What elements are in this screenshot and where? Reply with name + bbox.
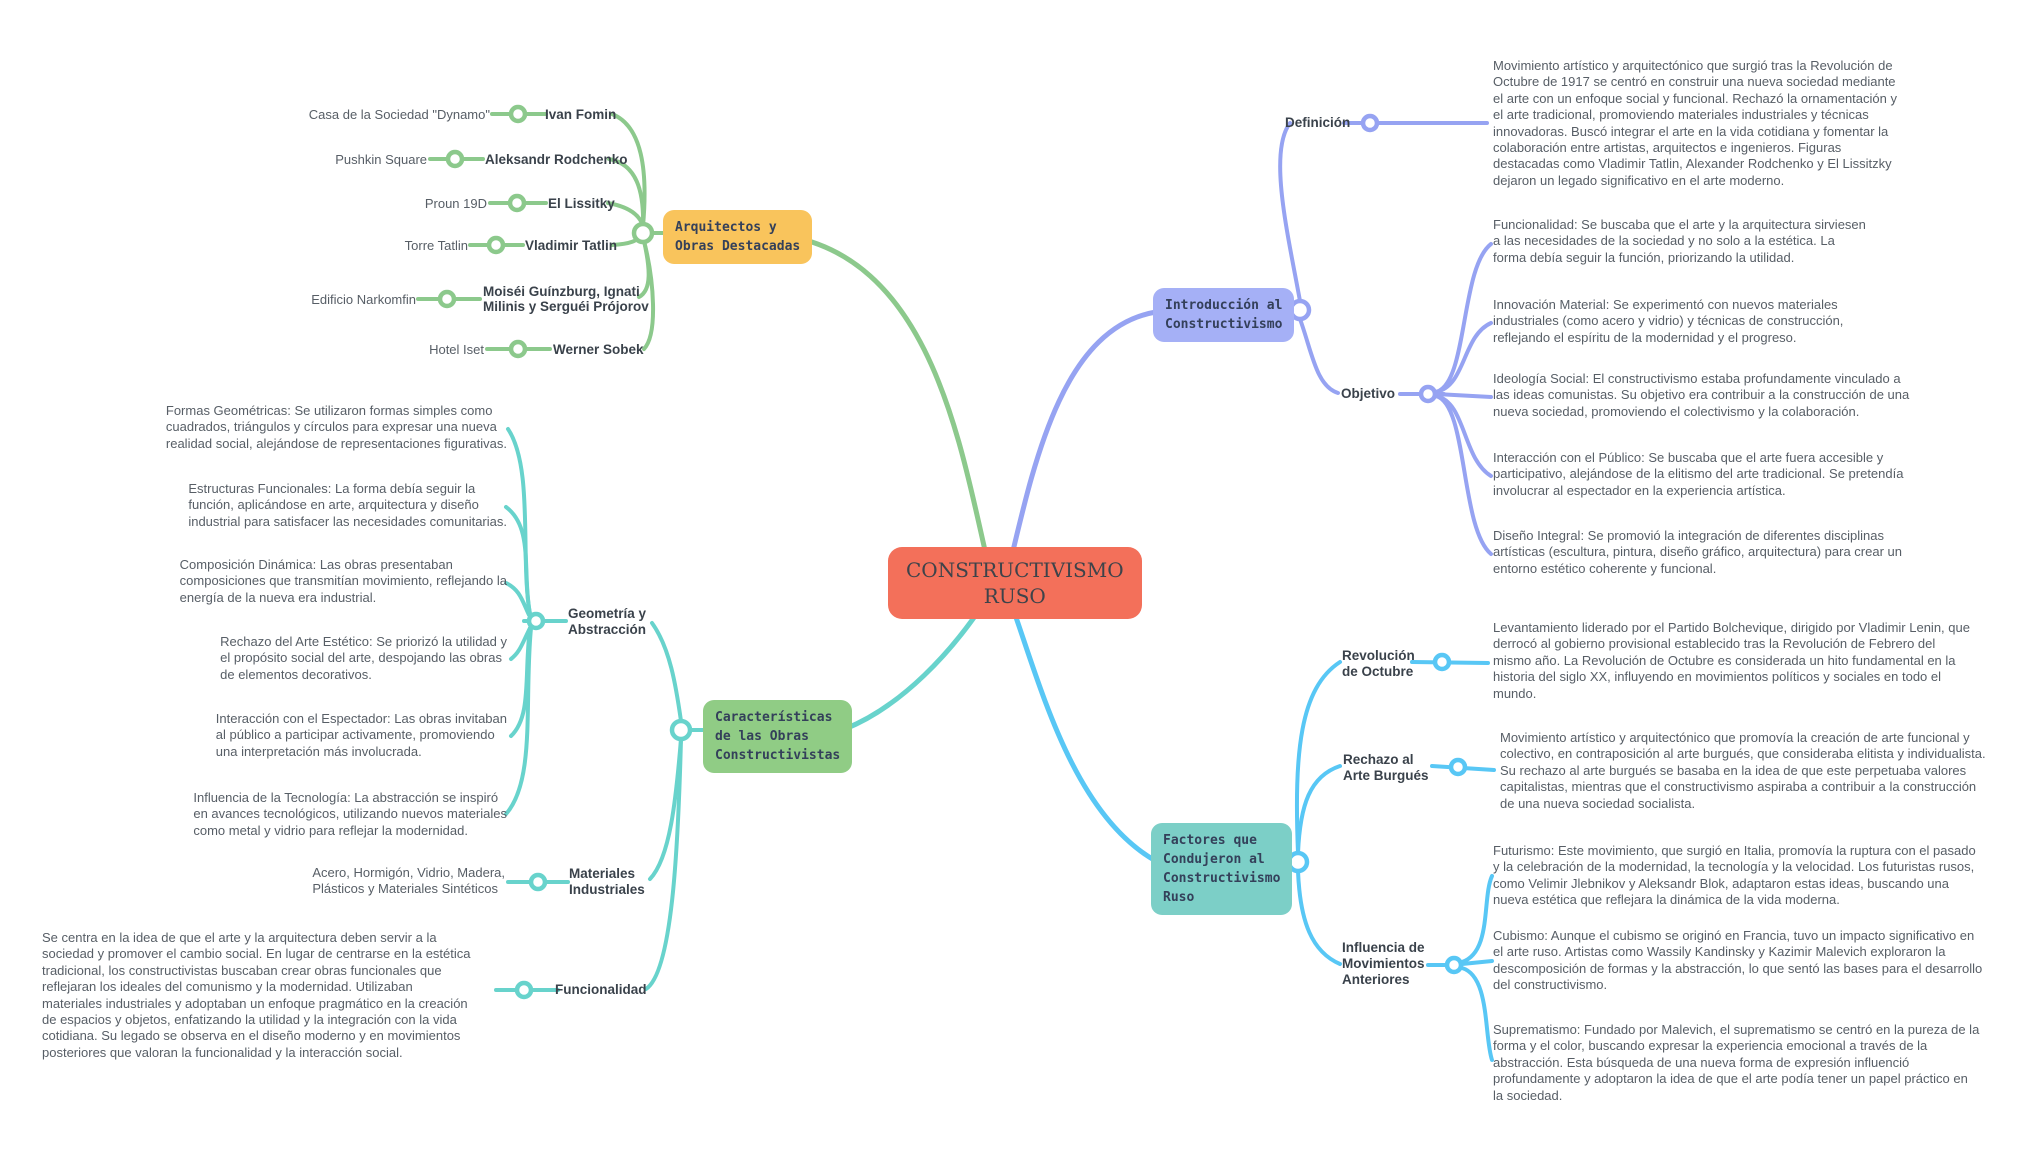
objetivo-item-funcionalidad[interactable]: Funcionalidad: Se buscaba que el arte y … xyxy=(1493,217,1866,265)
influencia-item-futurismo[interactable]: Futurismo: Este movimiento, que surgió e… xyxy=(1493,843,1976,908)
ring-funcionalidad[interactable] xyxy=(514,980,534,1000)
topic-revolucion-text[interactable]: Levantamiento liderado por el Partido Bo… xyxy=(1493,620,1970,701)
topic-objetivo-label[interactable]: Objetivo xyxy=(1341,386,1396,401)
obra-pushkin-square[interactable]: Pushkin Square xyxy=(335,152,427,167)
edge-autor-sobek xyxy=(642,239,656,351)
edge-factores-influencia xyxy=(1296,869,1342,966)
edge-objetivo-item3 xyxy=(1434,392,1493,399)
topic-definicion-text[interactable]: Movimiento artístico y arquitectónico qu… xyxy=(1493,58,1897,188)
edge-influencia-item1 xyxy=(1460,874,1494,964)
edge-center-factores xyxy=(1007,597,1157,863)
geometria-item-tecnologia[interactable]: Influencia de la Tecnología: La abstracc… xyxy=(193,790,507,838)
autor-lissitky[interactable]: El Lissitky xyxy=(548,196,615,211)
ring-materiales[interactable] xyxy=(528,872,548,892)
geometria-item-estructuras[interactable]: Estructuras Funcionales: La forma debía … xyxy=(188,481,507,529)
edge-autor-rodchenko xyxy=(607,157,646,228)
geometria-item-composicion[interactable]: Composición Dinámica: Las obras presenta… xyxy=(179,557,507,605)
ring-rodchenko[interactable] xyxy=(445,149,465,169)
objetivo-item-interaccion[interactable]: Interacción con el Público: Se buscaba q… xyxy=(1493,450,1904,498)
edge-geometria-item6 xyxy=(504,626,533,816)
obra-narkomfin[interactable]: Edificio Narkomfin xyxy=(311,292,416,307)
edge-objetivo-item1 xyxy=(1434,242,1493,394)
edge-factores-revolucion xyxy=(1294,660,1342,855)
edge-center-caracteristicas xyxy=(842,597,989,732)
geometria-item-rechazo-estetico[interactable]: Rechazo del Arte Estético: Se priorizó l… xyxy=(220,634,507,682)
objetivo-item-diseno[interactable]: Diseño Integral: Se promovió la integrac… xyxy=(1493,528,1902,576)
edge-factores-rechazo xyxy=(1296,764,1342,855)
ring-influencia[interactable] xyxy=(1444,955,1464,975)
objetivo-item-innovacion[interactable]: Innovación Material: Se experimentó con … xyxy=(1493,297,1844,345)
ring-lissitky[interactable] xyxy=(507,193,527,213)
ring-revolucion[interactable] xyxy=(1432,652,1452,672)
ring-tatlin[interactable] xyxy=(486,235,506,255)
edge-geometria-item3 xyxy=(504,581,531,617)
geometria-item-espectador[interactable]: Interacción con el Espectador: Las obras… xyxy=(215,711,507,759)
edge-caract-funcionalidad xyxy=(644,737,683,991)
edge-objetivo-item2 xyxy=(1434,321,1493,394)
edge-caract-geometria xyxy=(650,621,683,723)
node-caracteristicas[interactable]: Características de las Obras Constructiv… xyxy=(703,700,853,773)
edge-intro-objetivo xyxy=(1298,317,1340,395)
edge-intro-definicion xyxy=(1278,121,1302,303)
autor-sobek[interactable]: Werner Sobek xyxy=(553,342,644,357)
topic-funcionalidad-label[interactable]: Funcionalidad xyxy=(555,982,647,997)
obra-proun-19d[interactable]: Proun 19D xyxy=(424,196,487,211)
edge-objetivo-item5 xyxy=(1434,394,1493,556)
node-introduccion[interactable]: Introducción al Constructivismo xyxy=(1153,288,1295,342)
edge-center-introduccion xyxy=(1005,309,1159,575)
topic-rechazo-text[interactable]: Movimiento artístico y arquitectónico qu… xyxy=(1500,730,1986,811)
obra-casa-dynamo[interactable]: Casa de la Sociedad "Dynamo" xyxy=(308,107,490,122)
influencia-item-cubismo[interactable]: Cubismo: Aunque el cubismo se originó en… xyxy=(1493,928,1983,993)
edge-influencia-item2 xyxy=(1460,959,1494,966)
ring-objetivo[interactable] xyxy=(1418,384,1438,404)
edge-geometria-item2 xyxy=(504,505,532,616)
topic-funcionalidad-text[interactable]: Se centra en la idea de que el arte y la… xyxy=(42,930,471,1060)
objetivo-item-ideologia[interactable]: Ideología Social: El constructivismo est… xyxy=(1493,371,1910,419)
topic-influencia-label[interactable]: Influencia de Movimientos Anteriores xyxy=(1342,940,1425,987)
topic-definicion-label[interactable]: Definición xyxy=(1285,115,1351,130)
autor-ivan-fomin[interactable]: Ivan Fomin xyxy=(545,107,617,122)
ring-sobek[interactable] xyxy=(508,339,528,359)
autor-tatlin[interactable]: Vladimir Tatlin xyxy=(525,238,618,253)
central-topic[interactable]: CONSTRUCTIVISMO RUSO xyxy=(888,547,1142,619)
topic-rechazo-label[interactable]: Rechazo al Arte Burgués xyxy=(1343,752,1429,783)
ring-definicion[interactable] xyxy=(1360,113,1380,133)
edge-center-arquitectos xyxy=(785,233,993,575)
topic-revolucion-label[interactable]: Revolución de Octubre xyxy=(1342,648,1415,679)
topic-geometria-label[interactable]: Geometría y Abstracción xyxy=(568,606,647,637)
geometria-item-formas[interactable]: Formas Geométricas: Se utilizaron formas… xyxy=(165,403,507,451)
autor-rodchenko[interactable]: Aleksandr Rodchenko xyxy=(485,152,628,167)
ring-guinzburg[interactable] xyxy=(437,289,457,309)
ring-rechazo[interactable] xyxy=(1448,757,1468,777)
obra-torre-tatlin[interactable]: Torre Tatlin xyxy=(404,238,468,253)
influencia-item-suprematismo[interactable]: Suprematismo: Fundado por Malevich, el s… xyxy=(1493,1022,1980,1103)
ring-geometria[interactable] xyxy=(526,611,546,631)
topic-materiales-label[interactable]: Materiales Industriales xyxy=(569,866,645,897)
node-factores[interactable]: Factores que Condujeron al Constructivis… xyxy=(1151,823,1293,915)
edge-influencia-item3 xyxy=(1460,966,1494,1062)
topic-materiales-text[interactable]: Acero, Hormigón, Vidrio, Madera, Plástic… xyxy=(312,865,505,897)
autor-guinzburg[interactable]: Moiséi Guínzburg, Ignati Milinis y Sergu… xyxy=(483,284,649,314)
ring-caracteristicas-hub[interactable] xyxy=(669,718,693,742)
ring-arquitectos-hub[interactable] xyxy=(631,221,655,245)
node-arquitectos[interactable]: Arquitectos y Obras Destacadas xyxy=(663,210,813,264)
obra-hotel-iset[interactable]: Hotel Iset xyxy=(429,342,484,357)
ring-fomin[interactable] xyxy=(508,104,528,124)
